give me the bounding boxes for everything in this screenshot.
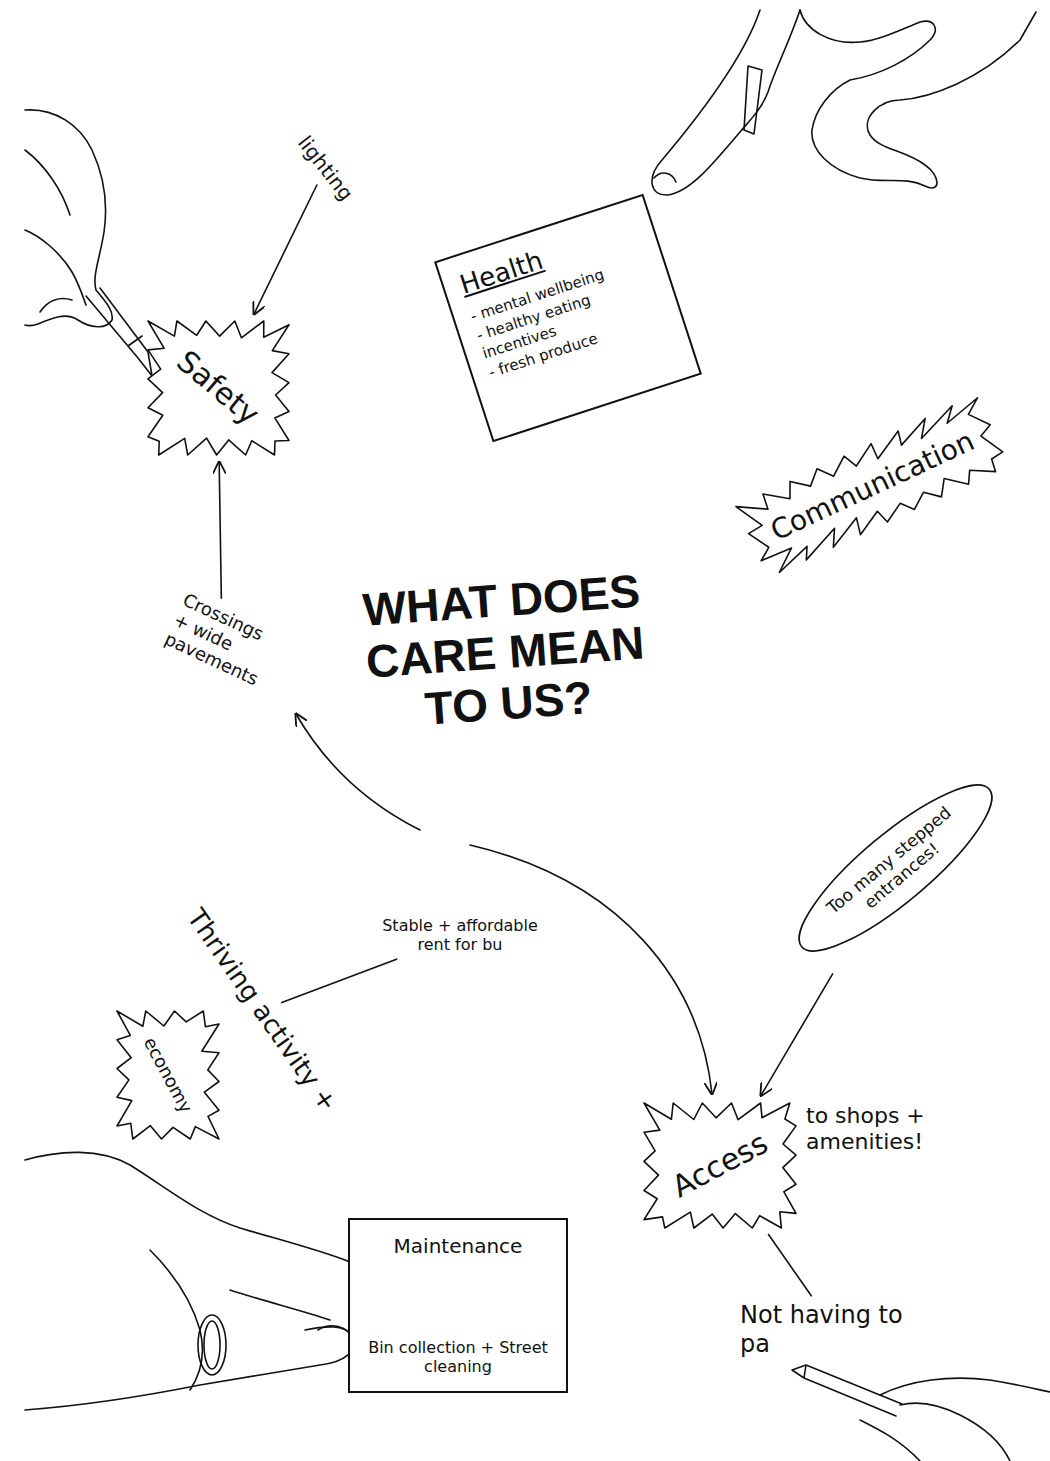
starburst-shape (148, 321, 289, 455)
hand-outline (800, 10, 1036, 188)
hand-knuckle-line (40, 299, 72, 313)
hand-outline (25, 1327, 354, 1410)
title-arrow (296, 714, 420, 830)
speech-ellipse: Too many stepped entrances! (776, 760, 1013, 975)
hand-finger-line (900, 1403, 1010, 1461)
hand-outline (880, 1378, 1050, 1395)
ellipse-shape (779, 763, 1010, 973)
hand-outline (860, 1420, 920, 1461)
starburst-shape (117, 1011, 219, 1139)
mind-map-note-text: Not having to pa (740, 1301, 930, 1359)
communication-burst: Communication (733, 392, 1011, 580)
starburst-shape (644, 1103, 796, 1228)
connector-arrow (219, 462, 221, 598)
economy-burst: economy (115, 1009, 221, 1141)
pencil (744, 66, 762, 134)
mind-map-note: lighting (293, 131, 358, 205)
ring (204, 1321, 220, 1369)
mind-map-note-text: Stable + affordable rent for bu (365, 916, 555, 954)
hand-outline (25, 110, 112, 327)
card-note-text: Bin collection + Street cleaning (368, 1338, 548, 1376)
access-burst: Accessto shops + amenities! (642, 1101, 798, 1230)
hand-outline (652, 10, 800, 195)
connector-arrow (254, 185, 317, 314)
mind-map-note-text: Crossings + wide pavements (161, 588, 284, 691)
speech-ellipse-text: Too many stepped entrances! (819, 799, 972, 936)
mind-map-note: Crossings + wide pavements (161, 588, 284, 691)
connector-line (768, 1235, 811, 1296)
pen-body (86, 288, 152, 376)
maintenance-card-text: Maintenance (366, 1234, 550, 1258)
hand-finger-line (25, 230, 86, 305)
fingernail (318, 1326, 352, 1338)
hand-outline (25, 1152, 350, 1262)
connector-line (282, 959, 397, 1002)
title-arrow (470, 845, 712, 1094)
mind-map-note-text: lighting (293, 131, 358, 205)
title-text: WHAT DOES CARE MEAN TO US? (330, 563, 680, 741)
maintenance-card: MaintenanceBin collection + Street clean… (348, 1218, 568, 1393)
card-note: Bin collection + Street cleaning (368, 1338, 548, 1376)
fingernail (654, 173, 676, 182)
mind-map-note: Not having to pa (740, 1301, 930, 1359)
starburst-shape (735, 395, 1008, 578)
access-burst-subtext: to shops + amenities! (806, 1103, 941, 1156)
pen-body (792, 1365, 902, 1416)
health-card: Health- mental wellbeing- healthy eating… (434, 194, 702, 443)
hand-finger-line (230, 1290, 330, 1320)
mind-map-note: Stable + affordable rent for bu (365, 916, 555, 954)
connector-arrow (761, 974, 833, 1096)
safety-burst: Safety (146, 319, 291, 457)
ring (198, 1315, 226, 1375)
hand-finger-line (150, 1250, 202, 1390)
hand-finger-line (25, 150, 70, 215)
